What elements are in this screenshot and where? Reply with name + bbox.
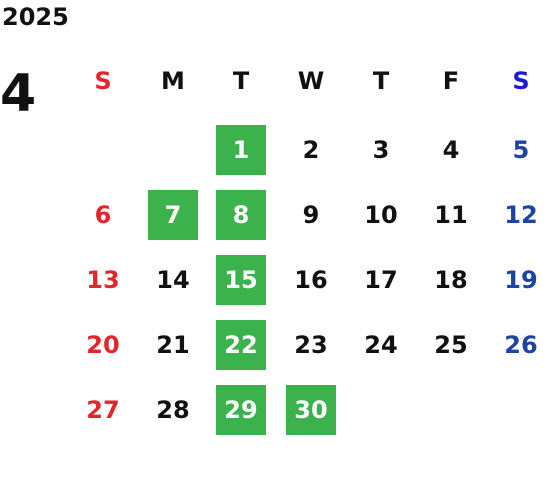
day-cell-18[interactable]: 18 bbox=[434, 266, 468, 294]
weekday-mon: M bbox=[161, 67, 185, 95]
day-cell-8[interactable]: 8 bbox=[216, 190, 266, 240]
day-cell-7[interactable]: 7 bbox=[148, 190, 198, 240]
day-cell-5[interactable]: 5 bbox=[512, 136, 530, 164]
day-cell-24[interactable]: 24 bbox=[364, 331, 398, 359]
day-cell-19[interactable]: 19 bbox=[504, 266, 538, 294]
day-cell-23[interactable]: 23 bbox=[294, 331, 328, 359]
month-number: 4 bbox=[0, 64, 37, 124]
day-cell-29[interactable]: 29 bbox=[216, 385, 266, 435]
day-cell-21[interactable]: 21 bbox=[156, 331, 190, 359]
day-cell-27[interactable]: 27 bbox=[86, 396, 120, 424]
weekday-sat: S bbox=[512, 67, 530, 95]
day-cell-14[interactable]: 14 bbox=[156, 266, 190, 294]
day-cell-9[interactable]: 9 bbox=[302, 201, 320, 229]
day-cell-16[interactable]: 16 bbox=[294, 266, 328, 294]
day-cell-4[interactable]: 4 bbox=[442, 136, 460, 164]
day-cell-28[interactable]: 28 bbox=[156, 396, 190, 424]
weekday-tue: T bbox=[232, 67, 250, 95]
day-cell-26[interactable]: 26 bbox=[504, 331, 538, 359]
day-cell-22[interactable]: 22 bbox=[216, 320, 266, 370]
day-cell-3[interactable]: 3 bbox=[372, 136, 390, 164]
day-cell-10[interactable]: 10 bbox=[364, 201, 398, 229]
day-cell-17[interactable]: 17 bbox=[364, 266, 398, 294]
day-cell-30[interactable]: 30 bbox=[286, 385, 336, 435]
weekday-fri: F bbox=[442, 67, 460, 95]
day-cell-11[interactable]: 11 bbox=[434, 201, 468, 229]
weekday-sun: S bbox=[94, 67, 112, 95]
weekday-thu: T bbox=[372, 67, 390, 95]
weekday-wed: W bbox=[297, 67, 325, 95]
day-cell-25[interactable]: 25 bbox=[434, 331, 468, 359]
day-cell-6[interactable]: 6 bbox=[94, 201, 112, 229]
day-cell-2[interactable]: 2 bbox=[302, 136, 320, 164]
day-cell-20[interactable]: 20 bbox=[86, 331, 120, 359]
day-cell-15[interactable]: 15 bbox=[216, 255, 266, 305]
day-cell-1[interactable]: 1 bbox=[216, 125, 266, 175]
day-cell-13[interactable]: 13 bbox=[86, 266, 120, 294]
day-cell-12[interactable]: 12 bbox=[504, 201, 538, 229]
year-label: 2025 bbox=[2, 3, 69, 31]
